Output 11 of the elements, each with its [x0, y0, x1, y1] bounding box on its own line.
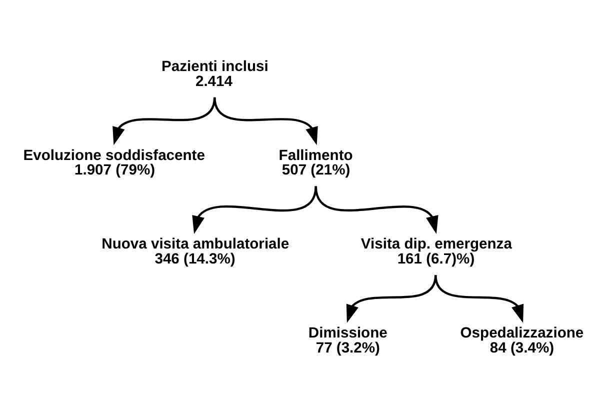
- arrow: [434, 275, 524, 323]
- arrow: [214, 97, 318, 146]
- node-text: Dimissione 77 (3.2%): [308, 326, 388, 356]
- node-text: Evoluzione soddisfacente 1.907 (79%): [23, 148, 205, 179]
- node-text: Nuova visita ambulatoriale 346 (14.3%): [102, 236, 290, 268]
- arrow: [314, 186, 438, 234]
- arrow: [192, 186, 317, 234]
- node-text: Ospedalizzazione 84 (3.4%): [460, 326, 584, 356]
- node-text: Fallimento 507 (21%): [278, 148, 353, 179]
- node-text: Pazienti inclusi 2.414: [162, 58, 268, 90]
- node-text: Visita dip. emergenza 161 (6.7)%): [360, 236, 512, 268]
